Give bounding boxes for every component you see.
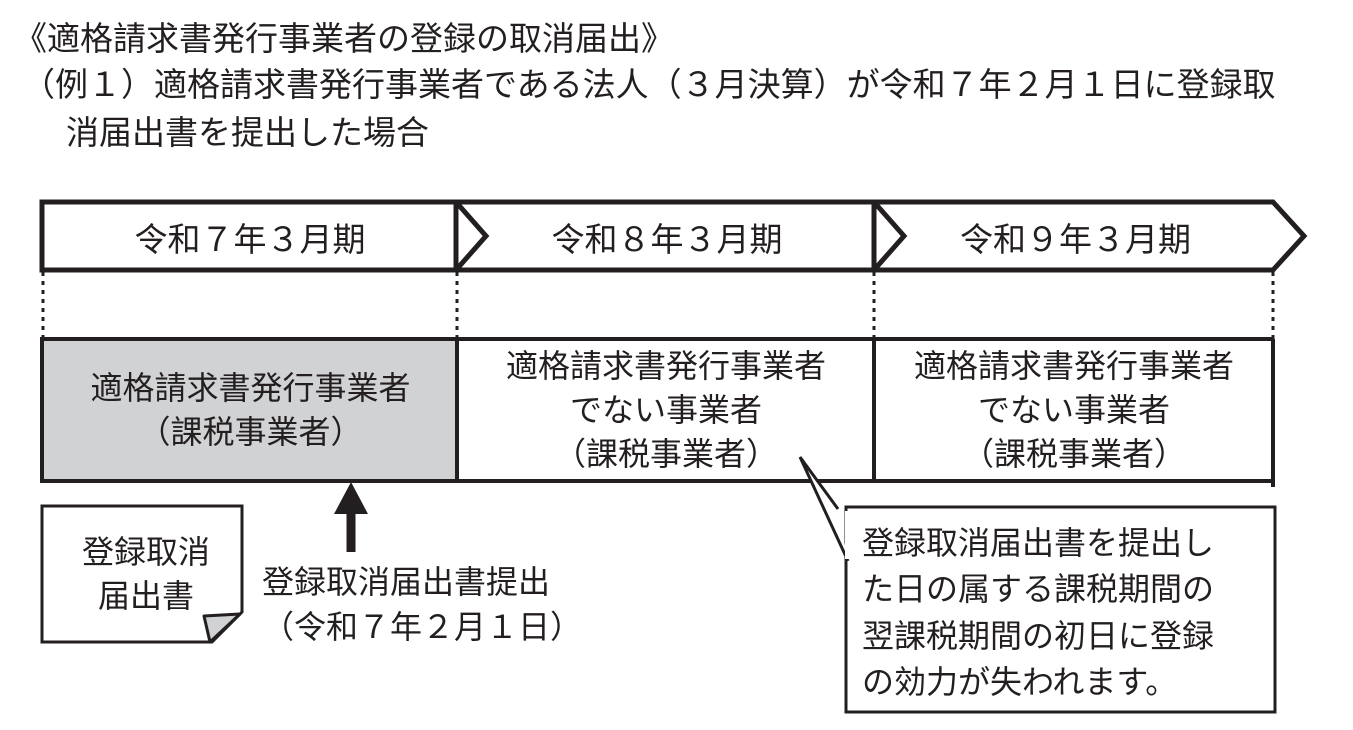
diagram-title: 《適格請求書発行事業者の登録の取消届出》 [14,19,674,58]
status-r7-line: （課税事業者） [138,413,363,451]
callout-box [844,505,1277,714]
status-r8: 適格請求書発行事業者 でない事業者 （課税事業者） [459,341,873,479]
status-r9-line: （課税事業者） [961,435,1186,474]
submission-label: 登録取消届出書提出 （令和７年２月１日） [262,560,582,650]
period-bar-outline [39,199,1308,273]
example-description-line-1: （例１）適格請求書発行事業者である法人（３月決算）が令和７年２月１日に登録取 [22,65,1276,104]
submission-arrow-head [334,482,368,514]
document-label-line: 登録取消 [81,533,210,571]
status-r9: 適格請求書発行事業者 でない事業者 （課税事業者） [875,341,1273,479]
callout-line: 登録取消届出書を提出し [862,524,1215,562]
period-label-r8: 令和８年３月期 [551,220,783,259]
submission-label-line: （令和７年２月１日） [262,607,583,646]
document-folded-corner [202,612,242,644]
document-label-line: 届出書 [97,577,194,616]
status-r9-line: 適格請求書発行事業者 [913,346,1234,385]
period-label-r9: 令和９年３月期 [960,220,1191,259]
status-r8-line: でない事業者 [569,390,762,429]
status-box-highlighted [40,337,459,483]
callout-text: 登録取消届出書を提出し た日の属する課税期間の 翌課税期間の初日に登録 の効力が… [862,520,1262,706]
callout-line: の効力が失われます。 [862,663,1178,702]
period-label-r7: 令和７年３月期 [134,220,366,259]
example-description-line-2: 消届出書を提出した場合 [66,113,429,152]
status-box [455,337,876,483]
document-label: 登録取消 届出書 [46,530,246,618]
status-r7: 適格請求書発行事業者 （課税事業者） [44,341,457,479]
status-r8-line: 適格請求書発行事業者 [505,346,826,385]
callout-line: た日の属する課税期間の [862,570,1215,609]
status-r9-line: でない事業者 [977,390,1170,429]
status-r8-line: （課税事業者） [553,435,778,474]
callout-line: 翌課税期間の初日に登録 [862,616,1215,655]
submission-label-line: 登録取消届出書提出 [262,563,551,601]
status-r7-line: 適格請求書発行事業者 [90,368,411,407]
callout-pointer [798,456,850,562]
